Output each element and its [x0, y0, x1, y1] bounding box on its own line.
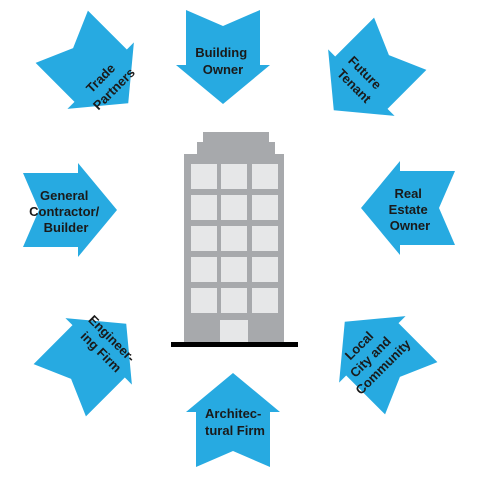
arrow-shape [176, 10, 270, 104]
building-window [221, 164, 247, 189]
arrow-shape [361, 161, 455, 255]
arrow-shape [328, 17, 427, 116]
arrow-shape [339, 316, 438, 415]
arrow-shape [35, 10, 134, 109]
building-door [220, 320, 248, 344]
arrow-future-tenant [328, 17, 427, 116]
building-window [252, 164, 278, 189]
label-building-owner: Building Owner [195, 45, 251, 77]
arrow-shape [23, 163, 117, 257]
arrow-local-city [339, 316, 438, 415]
arrow-real-estate-owner [361, 161, 455, 255]
building-windows [191, 164, 278, 313]
building-roof-top [203, 132, 269, 144]
building-window [191, 257, 217, 282]
arrow-shape [186, 373, 280, 467]
arrow-general-contractor [23, 163, 117, 257]
building-window [221, 195, 247, 220]
label-architectural-firm: Architec- tural Firm [205, 406, 265, 438]
building-window [252, 257, 278, 282]
label-real-estate-owner: Real Estate Owner [389, 186, 432, 233]
building-window [191, 195, 217, 220]
building-window [252, 226, 278, 251]
building-window [221, 226, 247, 251]
building-window [252, 288, 278, 313]
arrow-shape [33, 318, 132, 417]
building-window [191, 226, 217, 251]
label-general-contractor: General Contractor/ Builder [29, 188, 103, 235]
building-window [221, 257, 247, 282]
building-window [191, 164, 217, 189]
building-window [221, 288, 247, 313]
building-roof-step [197, 142, 275, 156]
building-window [252, 195, 278, 220]
building-window [191, 288, 217, 313]
arrow-building-owner [176, 10, 270, 104]
arrow-engineering-firm [33, 318, 132, 417]
ground-line [171, 342, 298, 347]
arrow-architectural-firm [186, 373, 280, 467]
arrow-trade-partners [35, 10, 134, 109]
building-icon [171, 132, 298, 347]
